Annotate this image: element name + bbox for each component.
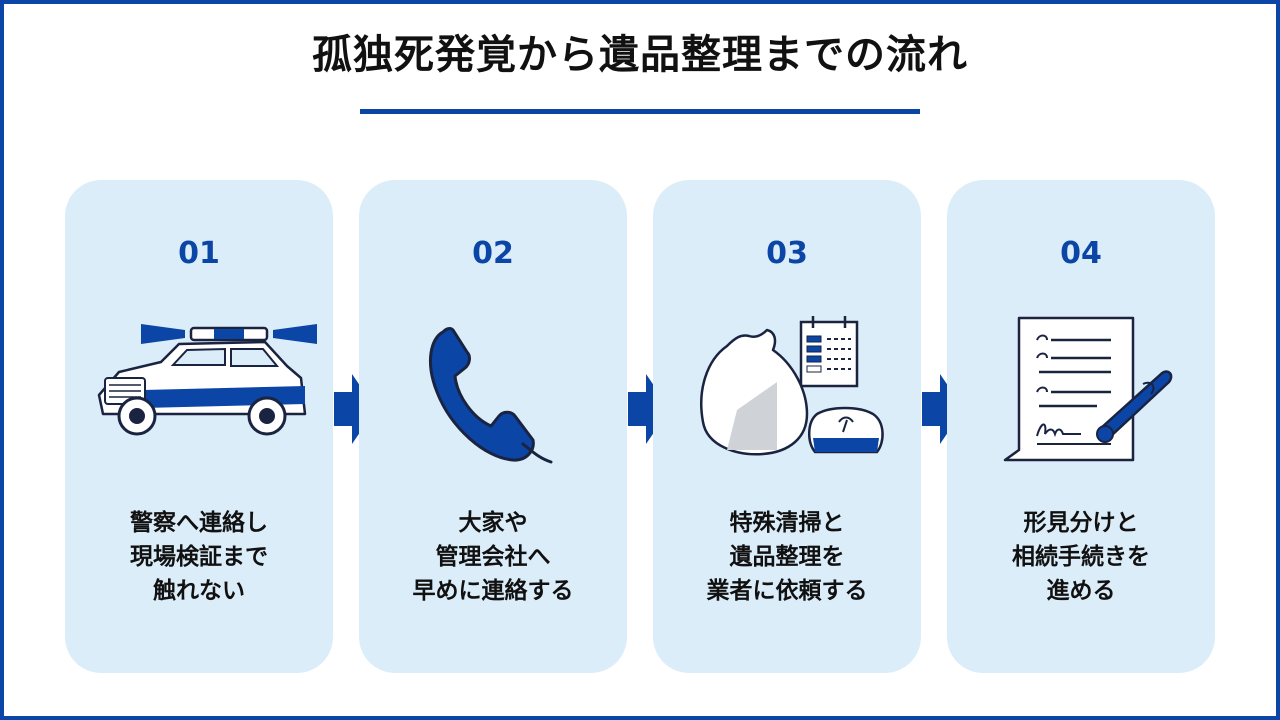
- description-line: 触れない: [153, 578, 245, 604]
- description-line: 警察へ連絡し: [130, 510, 268, 536]
- description-line: 業者に依頼する: [706, 578, 868, 604]
- next-arrow-icon: [334, 374, 376, 444]
- title-underline: [360, 109, 920, 114]
- description-line: 現場検証まで: [130, 544, 268, 570]
- step-number: 03: [766, 236, 808, 271]
- description-line: 早めに連絡する: [412, 578, 574, 604]
- step-card-1: 01 警察へ連絡し 現場検証まで 触れない: [65, 180, 333, 673]
- description-line: 遺品整理を: [729, 544, 845, 570]
- description-line: 管理会社へ: [435, 544, 551, 570]
- step-number: 02: [472, 236, 514, 271]
- document-signature-icon: [1003, 316, 1173, 462]
- garbage-bags-calendar-icon: [700, 316, 884, 456]
- step-description: 特殊清掃と 遺品整理を 業者に依頼する: [653, 506, 921, 608]
- phone-handset-icon: [429, 327, 553, 464]
- step-description: 警察へ連絡し 現場検証まで 触れない: [65, 506, 333, 608]
- description-line: 形見分けと: [1023, 510, 1139, 536]
- step-card-2: 02 大家や 管理会社へ 早めに連絡する: [359, 180, 627, 673]
- description-line: 相続手続きを: [1012, 544, 1150, 570]
- description-line: 進める: [1046, 578, 1116, 604]
- step-number: 01: [178, 236, 220, 271]
- next-arrow-icon: [922, 374, 964, 444]
- step-card-4: 04 形見分けと 相続手続きを 進める: [947, 180, 1215, 673]
- step-description: 形見分けと 相続手続きを 進める: [947, 506, 1215, 608]
- page-title: 孤独死発覚から遺品整理までの流れ: [312, 32, 968, 78]
- next-arrow-icon: [628, 374, 670, 444]
- step-card-3: 03 特殊清掃と 遺品整理を 業者に依頼する: [653, 180, 921, 673]
- description-line: 特殊清掃と: [729, 510, 845, 536]
- description-line: 大家や: [458, 510, 528, 536]
- step-description: 大家や 管理会社へ 早めに連絡する: [359, 506, 627, 608]
- step-number: 04: [1060, 236, 1102, 271]
- police-car-icon: [97, 324, 317, 436]
